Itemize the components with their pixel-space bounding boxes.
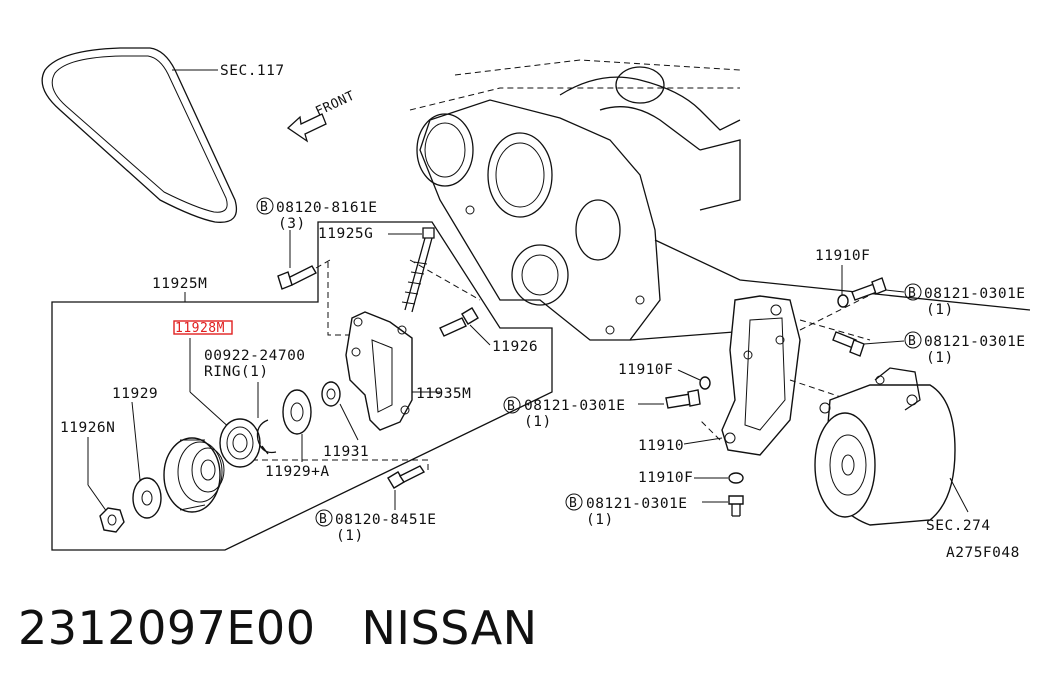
bolt-symbol-icon: B [904,331,922,349]
part-caption: 2312097E00 NISSAN [18,596,538,660]
drive-belt[interactable] [41,47,238,223]
brand-name: NISSAN [361,601,538,655]
bolt-b4-qty: (1) [524,414,552,430]
bolt-b3-qty: (1) [926,350,954,366]
bolt-b2-qty: (1) [926,302,954,318]
part-number: 2312097E00 [18,601,316,655]
svg-text:B: B [507,399,515,414]
diagram-code: A275F048 [946,545,1020,561]
callout-11928M[interactable]: 11928M [175,321,225,336]
callout-11925M: 11925M [152,276,207,292]
callout-11929A: 11929+A [265,464,330,480]
idler-bracket[interactable] [345,311,413,431]
pulley-plate[interactable] [132,477,162,519]
callout-11935M: 11935M [416,386,471,402]
bolt-b3-code: 08121-0301E [924,334,1026,350]
lock-bolt[interactable] [439,307,479,337]
bolt-b1-code: 08120-8161E [276,200,378,216]
snap-ring[interactable] [256,419,277,455]
bolt-b4-code: 08121-0301E [524,398,626,414]
bolt-symbol-icon: B [503,396,521,414]
dust-cover[interactable] [282,389,312,435]
bolt-symbol-icon: B [565,493,583,511]
front-label: FRONT [313,88,357,119]
nut[interactable] [99,507,125,533]
bolt-b5-code: 08121-0301E [586,496,688,512]
svg-text:B: B [260,200,268,215]
svg-text:B: B [908,334,916,349]
parts-diagram: SEC.117 FRONT 11925M 11928M 0092 [41,47,1031,561]
adjusting-bolt[interactable] [401,227,435,313]
bolt-symbol-icon: B [904,283,922,301]
washer-11910F-top[interactable] [837,294,849,308]
highlight-box [173,320,233,335]
bolt-b1-qty: (3) [278,216,306,232]
bolt-symbol-icon: B [256,197,274,215]
washer-11910F-mid[interactable] [699,376,711,390]
callout-11931: 11931 [323,444,369,460]
ac-compressor[interactable] [814,367,956,526]
bolt-b4[interactable] [665,389,701,409]
bolt-b6[interactable] [387,465,426,489]
svg-text:B: B [319,512,327,527]
callout-11926N: 11926N [60,420,115,436]
ring-label: RING(1) [204,364,269,380]
front-arrow-icon [286,113,327,143]
callout-11910: 11910 [638,438,684,454]
callout-11910F-mid: 11910F [618,362,673,378]
washer-11910F-low[interactable] [728,472,744,484]
svg-text:B: B [908,286,916,301]
bolt-b2[interactable] [851,277,887,301]
bolt-b1[interactable] [277,265,317,290]
bolt-b3[interactable] [832,331,865,357]
bearing[interactable] [219,418,261,468]
sec274-label: SEC.274 [926,518,991,534]
callout-11925G: 11925G [318,226,373,242]
bolt-symbol-icon: B [315,509,333,527]
washer[interactable] [321,381,341,407]
callout-11910F-low: 11910F [638,470,693,486]
compressor-bracket[interactable] [721,295,801,456]
bolt-b5-qty: (1) [586,512,614,528]
callout-00922-24700: 00922-24700 [204,348,306,364]
callout-11929: 11929 [112,386,158,402]
engine-block [409,59,1031,341]
svg-text:B: B [569,496,577,511]
callout-11926: 11926 [492,339,538,355]
belt-ref-label: SEC.117 [220,63,285,79]
bolt-b6-qty: (1) [336,528,364,544]
idler-pulley[interactable] [163,437,225,513]
bolt-b6-code: 08120-8451E [335,512,437,528]
callout-11910F-top: 11910F [815,248,870,264]
assembly-frame [51,221,553,551]
bolt-b2-code: 08121-0301E [924,286,1026,302]
bolt-b5[interactable] [728,495,744,517]
